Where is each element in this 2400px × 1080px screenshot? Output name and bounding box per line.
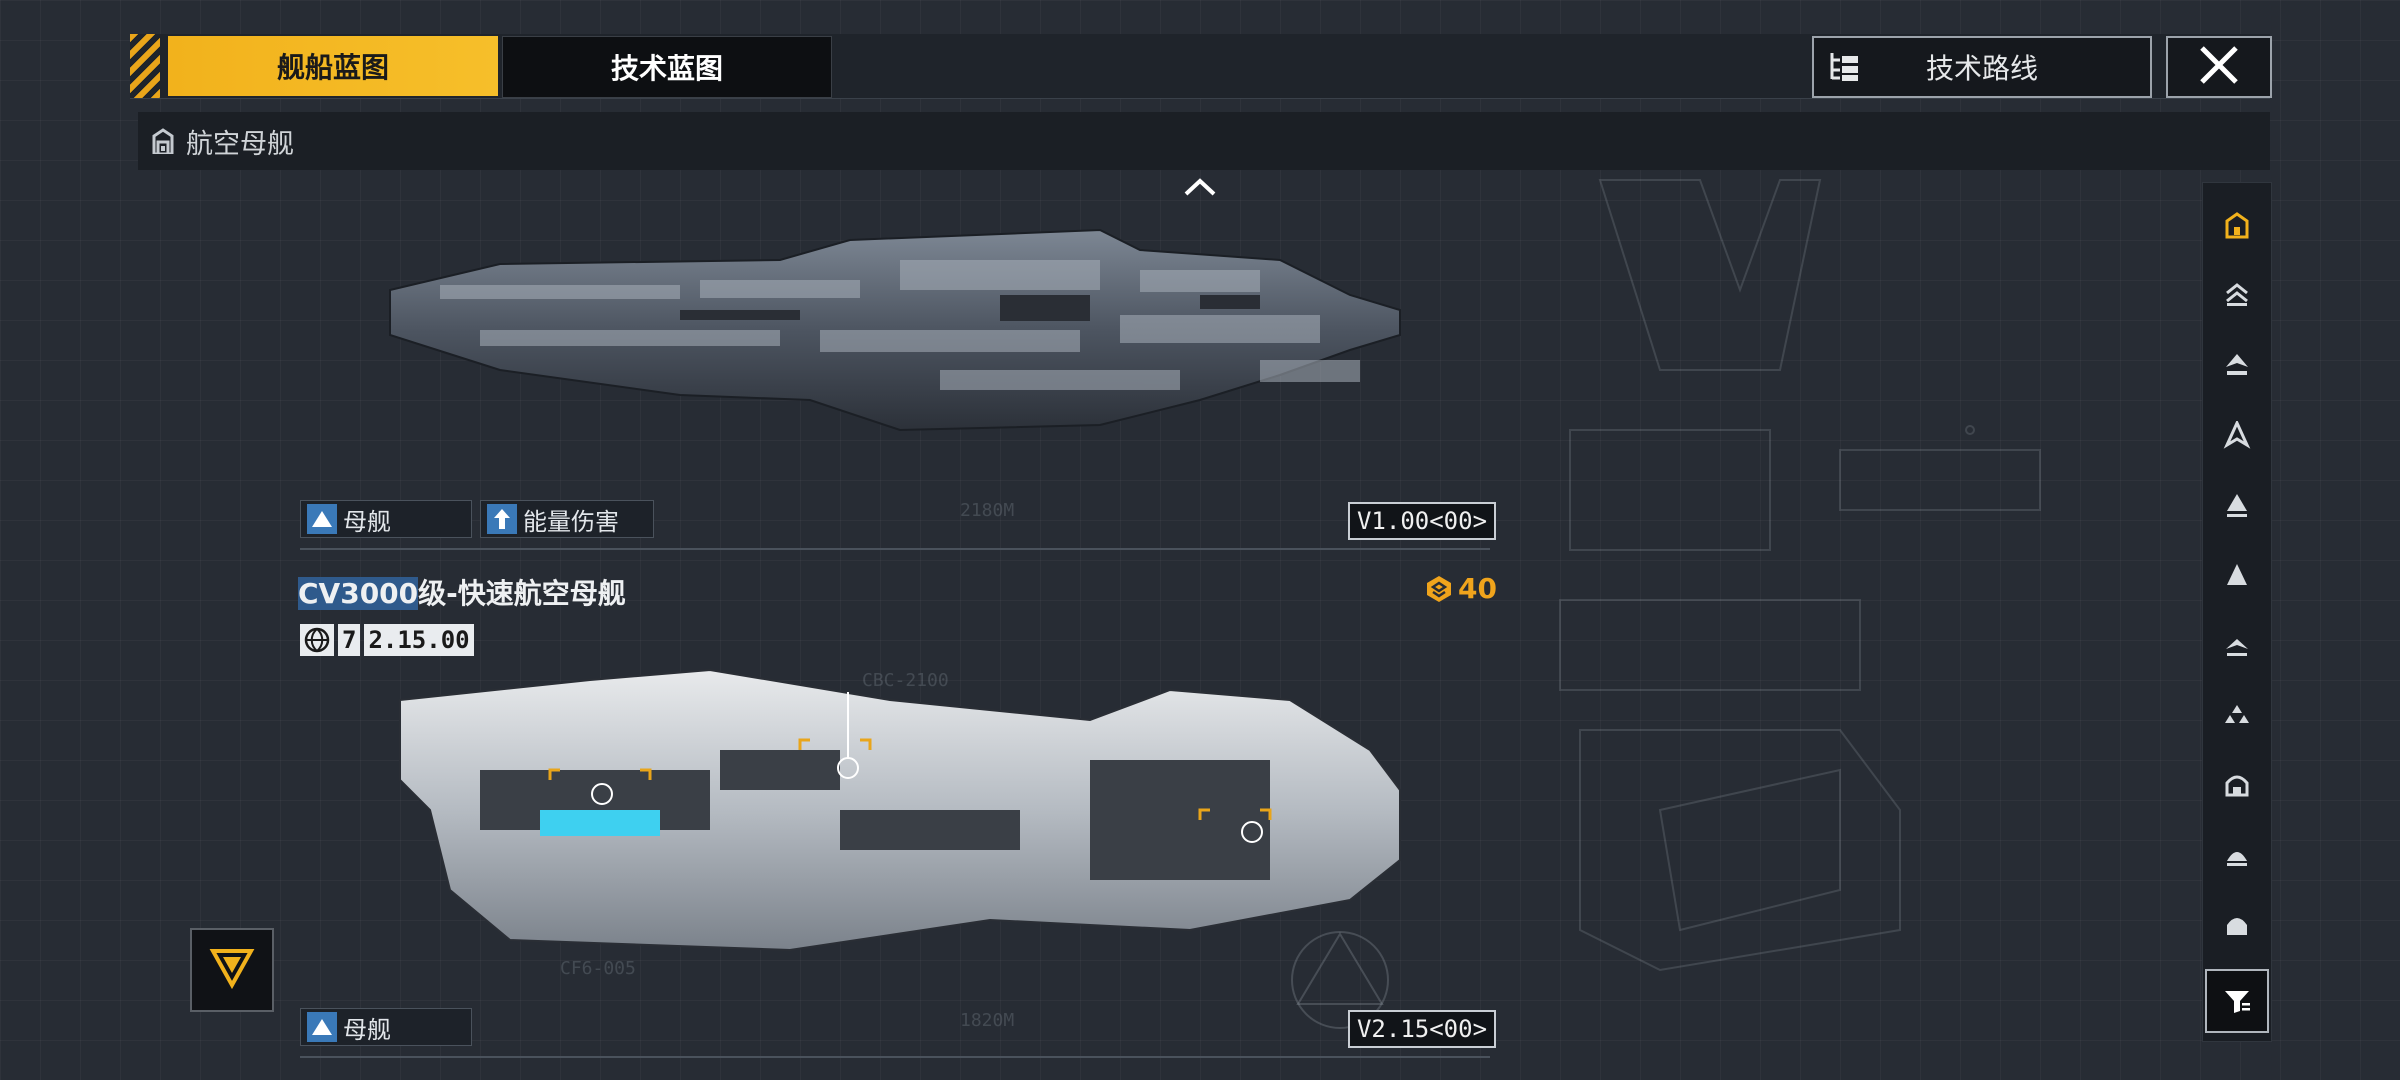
bottom-ship-version: V2.15<00> bbox=[1348, 1010, 1496, 1048]
bottom-ship-image[interactable] bbox=[390, 660, 1420, 960]
blueprint-length-bottom: 1820M bbox=[960, 1010, 1015, 1031]
tab-tech-blueprint[interactable]: 技术蓝图 bbox=[502, 36, 832, 98]
tree-icon bbox=[1828, 50, 1862, 89]
nav-cruiser[interactable] bbox=[2207, 335, 2267, 395]
utility-icon bbox=[2227, 918, 2247, 935]
nav-carrier[interactable] bbox=[2207, 195, 2267, 255]
tech-route-label: 技术路线 bbox=[1925, 52, 2038, 85]
tab-tech-blueprint-label: 技术蓝图 bbox=[610, 52, 723, 85]
tech-route-button[interactable]: 技术路线 bbox=[1812, 36, 2152, 98]
breadcrumb-label: 航空母舰 bbox=[186, 128, 294, 160]
nav-corvette[interactable] bbox=[2207, 545, 2267, 605]
collapse-down-icon bbox=[209, 945, 255, 995]
carrier-class-icon bbox=[307, 504, 337, 534]
top-ship-image[interactable] bbox=[380, 200, 1420, 450]
tab-ship-blueprint[interactable]: 舰船蓝图 bbox=[168, 36, 498, 96]
ship-level: 7 bbox=[338, 624, 361, 656]
ship-class-filter-nav bbox=[2202, 182, 2272, 1042]
ship-name-class: CV3000 bbox=[298, 577, 419, 610]
globe-icon bbox=[300, 624, 334, 656]
cruiser-icon bbox=[2226, 354, 2248, 375]
ship-cost: 40 bbox=[1424, 572, 1497, 605]
tab-ship-blueprint-label: 舰船蓝图 bbox=[276, 51, 389, 84]
support-icon bbox=[2227, 852, 2247, 866]
collapse-button[interactable] bbox=[190, 928, 274, 1012]
carrier-class-icon bbox=[307, 1012, 337, 1042]
frigate-icon bbox=[2227, 494, 2247, 517]
nav-support[interactable] bbox=[2207, 825, 2267, 885]
nav-station[interactable] bbox=[2207, 755, 2267, 815]
close-button[interactable] bbox=[2166, 36, 2272, 98]
squadron-icon bbox=[2225, 705, 2249, 723]
blueprint-length-top: 2180M bbox=[960, 500, 1015, 521]
corvette-icon bbox=[2227, 564, 2247, 585]
ship-server-version: 2.15.00 bbox=[364, 624, 474, 656]
close-icon bbox=[2198, 44, 2240, 90]
top-ship-version: V1.00<00> bbox=[1348, 502, 1496, 540]
chevron-up-icon[interactable] bbox=[1182, 176, 1218, 202]
carrier-icon bbox=[2225, 212, 2249, 239]
battlecruiser-icon bbox=[2226, 283, 2248, 306]
top-ship-type-tag: 母舰 bbox=[300, 500, 472, 538]
energy-damage-icon bbox=[487, 504, 517, 534]
triangle-decoration bbox=[1291, 931, 1389, 1029]
divider bbox=[300, 548, 1490, 550]
part-label-cf6: CF6-005 bbox=[560, 958, 636, 979]
bottom-ship-type-tag: 母舰 bbox=[300, 1008, 472, 1046]
nav-battlecruiser[interactable] bbox=[2207, 265, 2267, 325]
divider bbox=[300, 1056, 1490, 1058]
nav-frigate[interactable] bbox=[2207, 475, 2267, 535]
top-ship-trait-tag: 能量伤害 bbox=[480, 500, 654, 538]
ship-name: CV3000级-快速航空母舰 bbox=[298, 572, 626, 612]
part-label-cbc: CBC-2100 bbox=[862, 670, 949, 691]
bottom-ship-type-label: 母舰 bbox=[343, 1015, 391, 1044]
ship-server-info: 7 2.15.00 bbox=[300, 622, 474, 658]
filter-icon bbox=[2225, 991, 2250, 1013]
top-ship-trait-label: 能量伤害 bbox=[523, 507, 619, 536]
fighter-icon bbox=[2226, 639, 2248, 656]
ship-name-rest: 级-快速航空母舰 bbox=[418, 577, 626, 610]
hangar-icon bbox=[152, 128, 174, 154]
nav-fighter[interactable] bbox=[2207, 615, 2267, 675]
credit-icon bbox=[1424, 574, 1454, 604]
top-ship-type-label: 母舰 bbox=[343, 507, 391, 536]
nav-squadron[interactable] bbox=[2207, 685, 2267, 745]
breadcrumb: 航空母舰 bbox=[138, 112, 2270, 170]
ship-cost-value: 40 bbox=[1458, 572, 1497, 605]
filter-button[interactable] bbox=[2205, 969, 2269, 1033]
hazard-stripe bbox=[130, 34, 160, 98]
nav-utility[interactable] bbox=[2207, 895, 2267, 955]
destroyer-icon bbox=[2223, 421, 2251, 449]
top-ship-version-label: V1.00<00> bbox=[1356, 507, 1488, 535]
station-icon bbox=[2225, 775, 2249, 797]
bottom-ship-version-label: V2.15<00> bbox=[1356, 1015, 1488, 1043]
nav-destroyer[interactable] bbox=[2207, 405, 2267, 465]
schematic-decoration bbox=[1559, 179, 2041, 972]
